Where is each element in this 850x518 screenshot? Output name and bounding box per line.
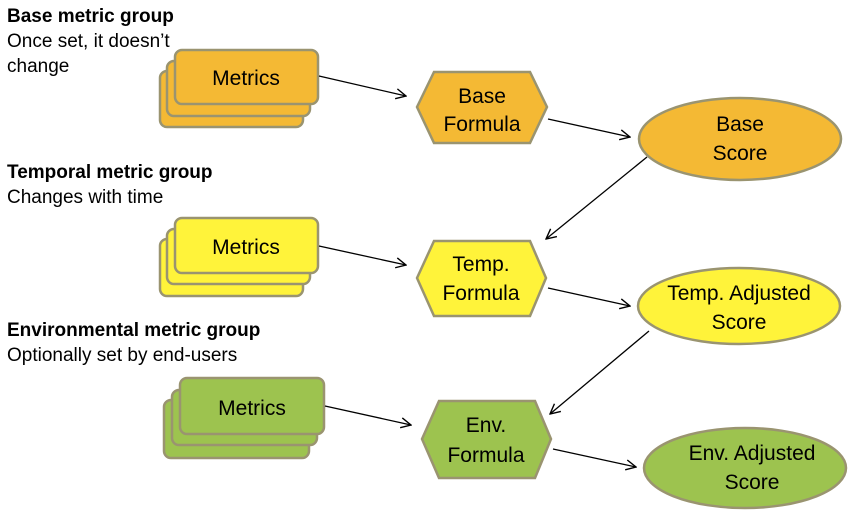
temporal-group-heading: Temporal metric group Changes with time [7,162,213,208]
environmental-group-subtitle: Optionally set by end-users [7,345,237,366]
base-formula-hexagon: Base Formula [415,70,549,145]
base-score-label-line-2: Score [713,142,768,165]
environmental-formula-label-line-1: Env. [466,414,506,437]
arrow-temporal-metrics-to-temporal-formula [318,245,406,265]
base-metrics-stack: Metrics [158,48,320,129]
temporal-score-shape [636,266,842,346]
environmental-formula-hexagon: Env. Formula [420,399,553,480]
base-score-label-line-1: Base [716,113,764,136]
base-group-subtitle-line-1: Once set, it doesn’t [7,31,170,52]
arrow-base-formula-to-base-score [547,118,630,137]
environmental-group-title: Environmental metric group [7,320,260,341]
base-group-title: Base metric group [7,6,174,27]
temporal-formula-hexagon: Temp. Formula [415,239,548,318]
base-score-shape [637,96,843,182]
environmental-score-shape [642,426,848,510]
base-group-subtitle-line-2: change [7,56,69,77]
arrow-environmental-formula-to-environmental-score [552,448,636,467]
base-formula-shape [415,70,549,145]
base-metrics-label: Metrics [212,67,280,90]
environmental-formula-label-line-2: Formula [447,444,524,467]
temporal-formula-label-line-1: Temp. [452,253,509,276]
base-score-ellipse: Base Score [637,96,843,182]
temporal-formula-shape [415,239,548,318]
arrow-temporal-score-to-environmental-formula [550,330,650,414]
environmental-score-label-line-2: Score [725,471,780,494]
base-group-heading: Base metric group Once set, it doesn’t c… [7,6,174,77]
arrow-base-metrics-to-base-formula [318,75,406,96]
arrow-environmental-metrics-to-environmental-formula [324,405,411,425]
base-formula-label-line-1: Base [458,85,506,108]
environmental-score-label-line-1: Env. Adjusted [689,442,816,465]
base-formula-label-line-2: Formula [443,113,520,136]
temporal-score-label-line-1: Temp. Adjusted [667,282,811,305]
environmental-metrics-stack: Metrics [162,376,326,460]
environmental-metrics-label: Metrics [218,397,286,420]
arrow-temporal-formula-to-temporal-score [547,287,630,306]
base-metrics-card-front [173,48,320,106]
temporal-score-label-line-2: Score [712,311,767,334]
arrow-base-score-to-temporal-formula [546,156,648,239]
environmental-formula-shape [420,399,553,480]
temporal-formula-label-line-2: Formula [442,282,519,305]
temporal-score-ellipse: Temp. Adjusted Score [636,266,842,346]
temporal-group-subtitle: Changes with time [7,187,163,208]
environmental-score-ellipse: Env. Adjusted Score [642,426,848,510]
environmental-group-heading: Environmental metric group Optionally se… [7,320,260,366]
temporal-metrics-card-front [173,216,320,275]
temporal-group-title: Temporal metric group [7,162,213,183]
arrows [318,75,650,467]
temporal-metrics-stack: Metrics [158,216,320,298]
temporal-metrics-label: Metrics [212,236,280,259]
environmental-metrics-card-front [178,376,326,436]
